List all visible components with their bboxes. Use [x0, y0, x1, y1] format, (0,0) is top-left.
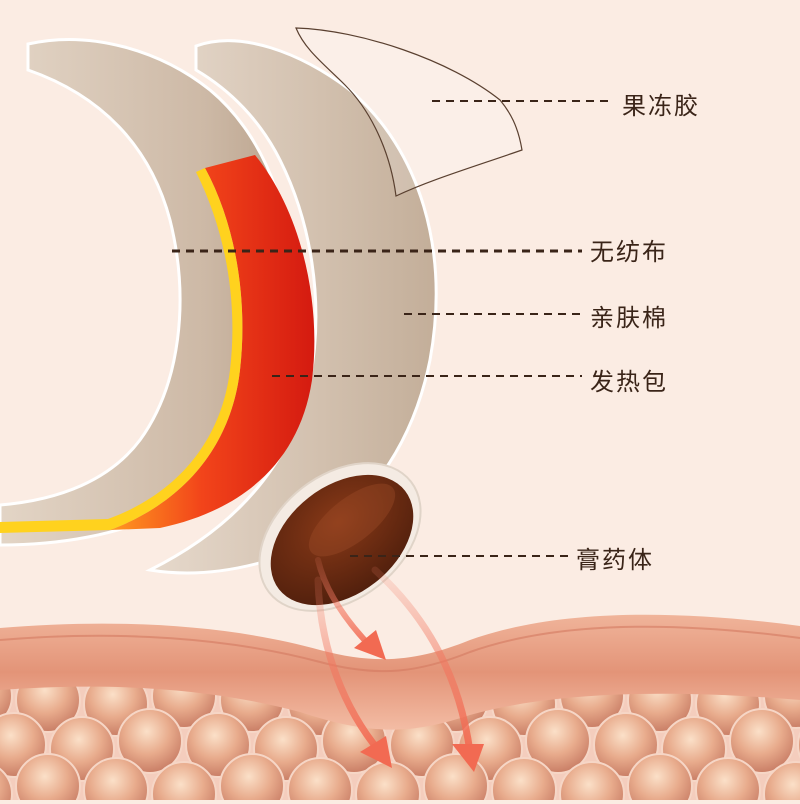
label-plaster-body: 膏药体 [576, 540, 654, 575]
label-heat-pack: 发热包 [590, 362, 668, 397]
label-skin-cotton: 亲肤棉 [590, 298, 668, 333]
label-non-woven: 无纺布 [590, 232, 668, 267]
label-jelly-gel: 果冻胶 [622, 86, 700, 121]
